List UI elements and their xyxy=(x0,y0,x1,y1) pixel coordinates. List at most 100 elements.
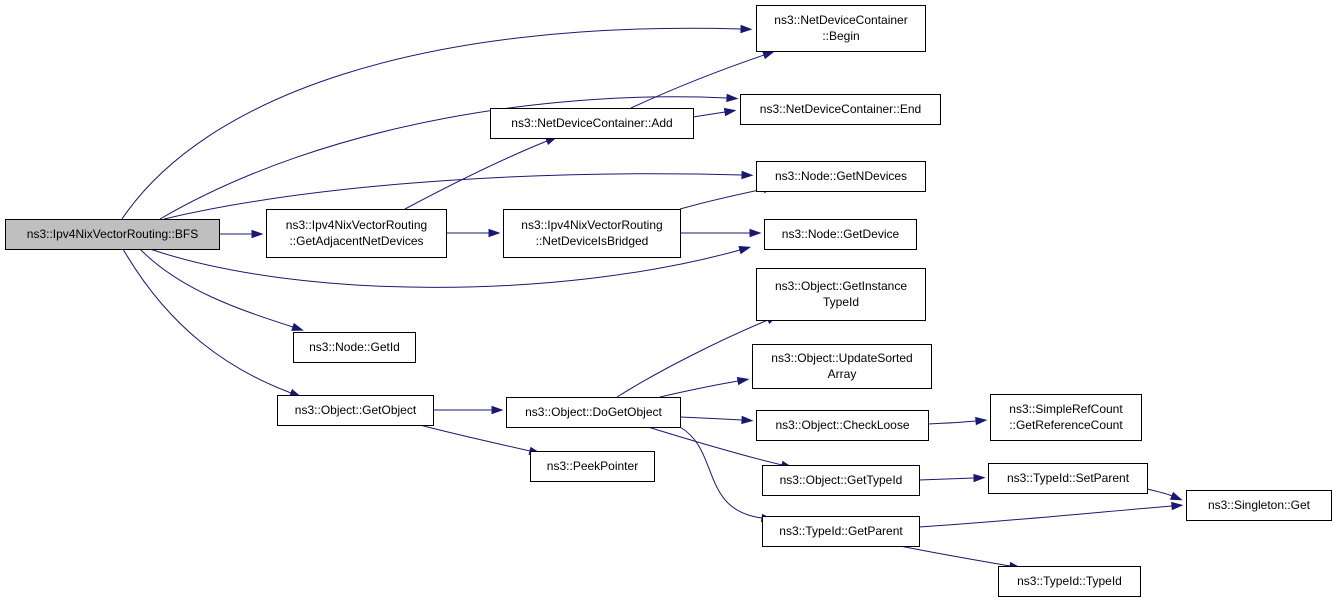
edge-object-getobject-to-object-dogetobject xyxy=(433,405,504,415)
node-label-line: ::Begin xyxy=(822,29,859,43)
arrowhead xyxy=(973,473,986,483)
node-label-line: ns3::Node::GetDevice xyxy=(782,227,900,241)
edge-ndc-add-to-ndc-end xyxy=(692,107,737,118)
edge-bfs-to-ndc-begin xyxy=(121,24,753,220)
edge-nix-isbridged-to-node-getdevice xyxy=(680,228,762,238)
node-typeid-setparent[interactable]: ns3::TypeId::SetParent xyxy=(988,463,1148,494)
node-nix-getadjacent[interactable]: ns3::Ipv4NixVectorRouting::GetAdjacentNe… xyxy=(266,209,447,258)
node-peekpointer[interactable]: ns3::PeekPointer xyxy=(530,451,655,482)
arrowhead xyxy=(740,24,753,34)
edge-typeid-getparent-to-singleton-get xyxy=(918,501,1184,528)
node-ndc-end[interactable]: ns3::NetDeviceContainer::End xyxy=(740,94,941,125)
node-object-getobject[interactable]: ns3::Object::GetObject xyxy=(277,395,434,426)
arrowhead xyxy=(1171,501,1184,511)
node-label-line: ns3::Ipv4NixVectorRouting xyxy=(521,218,662,232)
node-box xyxy=(990,394,1142,441)
arrowhead xyxy=(738,246,752,255)
edge-bfs-to-node-getdevice xyxy=(149,246,752,288)
node-label-line: ns3::NetDeviceContainer::Add xyxy=(511,116,672,130)
edge-nix-getadjacent-to-ndc-add xyxy=(404,136,558,210)
edge-object-dogetobject-to-object-updatesorted xyxy=(659,376,750,398)
arrowhead xyxy=(741,415,754,425)
node-label-line: ns3::TypeId::SetParent xyxy=(1007,471,1130,485)
node-label-line: ns3::Object::GetInstance xyxy=(775,279,907,293)
node-label-line: ns3::Object::GetObject xyxy=(295,403,417,417)
edge-typeid-getparent-to-typeid-typeid xyxy=(899,545,1022,571)
node-box xyxy=(998,566,1141,597)
node-box xyxy=(740,94,941,125)
arrowhead xyxy=(251,229,264,239)
edge-bfs-to-nix-getadjacent xyxy=(219,229,264,239)
node-box xyxy=(764,219,917,250)
arrowhead xyxy=(749,228,762,238)
node-box xyxy=(988,463,1148,494)
arrowhead xyxy=(736,376,750,386)
node-box xyxy=(277,395,434,426)
node-label-line: ns3::TypeId::TypeId xyxy=(1017,574,1122,588)
node-box xyxy=(762,516,920,547)
edge-nix-getadjacent-to-nix-isbridged xyxy=(446,228,501,238)
edge-object-checkloose-to-simplerefcount-getref xyxy=(927,416,988,426)
node-ndc-add[interactable]: ns3::NetDeviceContainer::Add xyxy=(490,108,694,139)
arrowhead xyxy=(491,405,504,415)
node-box xyxy=(506,397,681,428)
arrowhead xyxy=(741,170,754,180)
node-box xyxy=(266,209,447,258)
node-label-line: ns3::SimpleRefCount xyxy=(1009,402,1123,416)
node-nix-isbridged[interactable]: ns3::Ipv4NixVectorRouting::NetDeviceIsBr… xyxy=(503,209,681,258)
arrowhead xyxy=(1169,491,1183,501)
node-label-line: ns3::Singleton::Get xyxy=(1208,498,1311,512)
arrowhead xyxy=(975,416,988,426)
node-label-line: ::GetReferenceCount xyxy=(1009,418,1123,432)
node-box xyxy=(756,410,929,441)
edge-bfs-to-node-getid xyxy=(139,248,304,331)
arrowhead xyxy=(726,93,739,103)
node-box xyxy=(762,465,920,496)
node-box xyxy=(756,5,926,52)
arrowhead xyxy=(723,107,737,117)
node-box xyxy=(530,451,655,482)
node-box xyxy=(293,332,416,363)
node-simplerefcount-getref[interactable]: ns3::SimpleRefCount::GetReferenceCount xyxy=(990,394,1142,441)
node-label-line: Array xyxy=(828,367,857,381)
node-box xyxy=(752,344,932,389)
arrowhead xyxy=(488,228,501,238)
node-box xyxy=(756,268,926,321)
node-box xyxy=(756,161,926,192)
node-box xyxy=(503,209,681,258)
node-label-line: ns3::Ipv4NixVectorRouting::BFS xyxy=(27,227,198,241)
node-label-line: ns3::Object::CheckLoose xyxy=(775,418,909,432)
node-label-line: ::NetDeviceIsBridged xyxy=(536,234,649,248)
node-label-line: ns3::Object::GetTypeId xyxy=(780,473,903,487)
node-typeid-getparent[interactable]: ns3::TypeId::GetParent xyxy=(762,516,920,547)
arrowhead xyxy=(762,51,775,60)
node-label-line: ::GetAdjacentNetDevices xyxy=(289,234,423,248)
edge-typeid-setparent-to-singleton-get xyxy=(1146,488,1183,501)
node-label-line: TypeId xyxy=(823,295,859,309)
edge-bfs-to-ndc-end xyxy=(159,93,739,220)
node-bfs: ns3::Ipv4NixVectorRouting::BFS xyxy=(5,219,220,250)
edge-ndc-add-to-ndc-begin xyxy=(630,51,775,109)
node-label-line: ns3::Object::UpdateSorted xyxy=(771,351,912,365)
node-label-line: ns3::Node::GetNDevices xyxy=(775,169,907,183)
node-singleton-get[interactable]: ns3::Singleton::Get xyxy=(1186,490,1332,521)
node-node-getid[interactable]: ns3::Node::GetId xyxy=(293,332,416,363)
node-ndc-begin[interactable]: ns3::NetDeviceContainer::Begin xyxy=(756,5,926,52)
node-node-getndevices[interactable]: ns3::Node::GetNDevices xyxy=(756,161,926,192)
node-typeid-typeid[interactable]: ns3::TypeId::TypeId xyxy=(998,566,1141,597)
node-box xyxy=(5,219,220,250)
arrowhead xyxy=(291,322,304,331)
node-label-line: ns3::NetDeviceContainer::End xyxy=(760,102,921,116)
node-label-line: ns3::PeekPointer xyxy=(547,459,638,473)
node-object-dogetobject[interactable]: ns3::Object::DoGetObject xyxy=(506,397,681,428)
node-object-gettypeid[interactable]: ns3::Object::GetTypeId xyxy=(762,465,920,496)
node-box xyxy=(1186,490,1332,521)
edge-bfs-to-object-getobject xyxy=(122,248,302,398)
edge-object-gettypeid-to-typeid-setparent xyxy=(918,473,986,483)
edge-bfs-to-node-getndevices xyxy=(163,170,754,220)
node-node-getdevice[interactable]: ns3::Node::GetDevice xyxy=(764,219,917,250)
node-object-checkloose[interactable]: ns3::Object::CheckLoose xyxy=(756,410,929,441)
